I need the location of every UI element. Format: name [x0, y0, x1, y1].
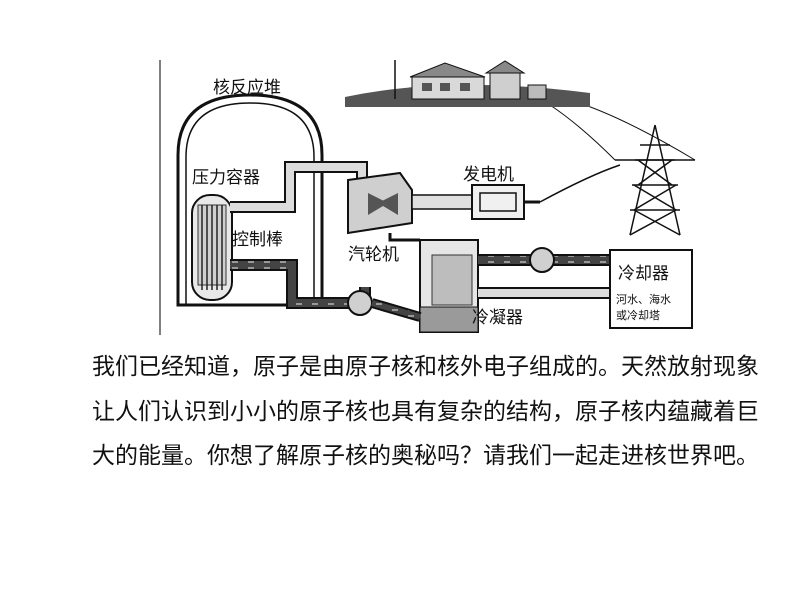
control-rods [201, 205, 223, 290]
label-turbine: 汽轮机 [348, 245, 399, 265]
primary-cold-pipe [230, 259, 371, 309]
pump [347, 290, 373, 316]
power-line [539, 164, 621, 203]
intro-paragraph-text: 我们已经知道，原子是由原子核和核外电子组成的。天然放射现象让人们认识到小小的原子… [92, 354, 759, 469]
label-pressure-vessel: 压力容器 [192, 168, 260, 188]
generator [471, 184, 540, 220]
label-cooler-source-2: 或冷却塔 [616, 309, 660, 322]
cooling-water-pipes [478, 247, 610, 299]
nuclear-power-plant-diagram: 核反应堆 压力容器 控制棒 汽轮机 发电机 冷凝器 冷却器 河水、海水 或冷却塔 [159, 60, 696, 335]
turbine-shaft [411, 194, 475, 210]
label-condenser: 冷凝器 [472, 308, 523, 328]
reactor-containment [176, 93, 324, 307]
label-cooler: 冷却器 [618, 264, 669, 284]
wire-to-house [549, 104, 616, 161]
transmission-tower [615, 124, 695, 236]
label-control-rods: 控制棒 [232, 230, 283, 250]
label-reactor: 核反应堆 [213, 78, 281, 98]
label-cooler-source-1: 河水、海水 [616, 292, 671, 306]
turbine [347, 171, 413, 235]
label-generator: 发电机 [463, 165, 514, 185]
houses [345, 60, 590, 107]
condenser [419, 239, 479, 333]
intro-paragraph: 我们已经知道，原子是由原子核和核外电子组成的。天然放射现象让人们认识到小小的原子… [92, 345, 772, 479]
cooler-box [609, 249, 693, 329]
